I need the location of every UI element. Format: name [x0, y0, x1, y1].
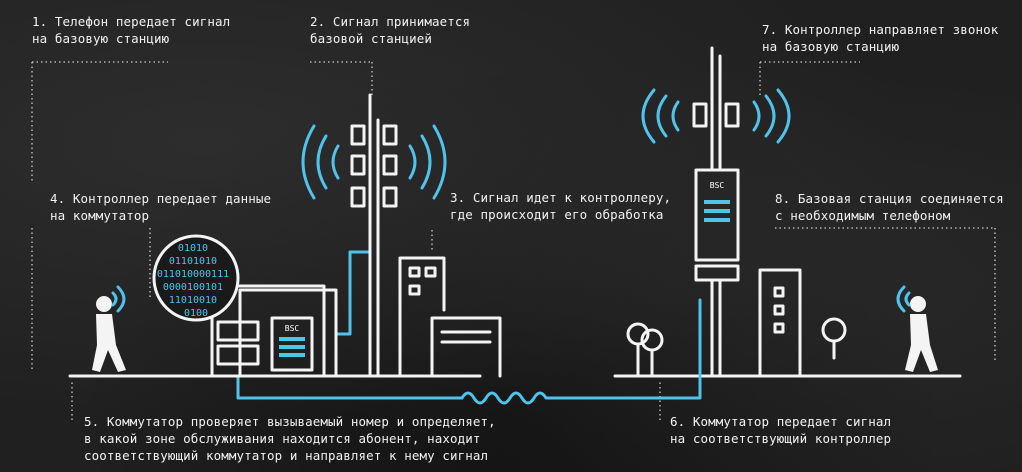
binary-line-6: 0100: [184, 308, 208, 319]
step-6-text: 6. Коммутатор передает сигнал на соответ…: [670, 413, 891, 447]
person-left-icon: [92, 285, 126, 372]
tower-left-icon: [301, 93, 447, 378]
step-2-text: 2. Сигнал принимается базовой станцией: [310, 13, 470, 47]
step-3-line-1: 3. Сигнал идет к контроллеру,: [450, 190, 672, 205]
office-building-icon: [398, 256, 502, 378]
step-2-line-1: 2. Сигнал принимается: [310, 14, 471, 29]
step-4-text: 4. Контроллер передает данные на коммута…: [50, 190, 271, 224]
step-3-text: 3. Сигнал идет к контроллеру, где происх…: [450, 189, 671, 223]
step-7-line-1: 7. Контроллер направляет звонок: [762, 22, 999, 37]
switch-building-icon: BSC: [210, 284, 338, 378]
bsc-left-label: BSC: [285, 324, 300, 333]
step-1-text: 1. Телефон передает сигнал на базовую ст…: [32, 13, 230, 47]
cable-switch-to-link: [236, 374, 464, 400]
person-right-icon: [896, 285, 938, 372]
step-1-line-1: 1. Телефон передает сигнал: [32, 14, 231, 29]
step-5-line-1: 5. Коммутатор проверяет вызываемый номер…: [84, 414, 496, 429]
cable-link-right: [460, 298, 702, 405]
step-1-line-2: на базовую станцию: [32, 31, 170, 46]
step-5-text: 5. Коммутатор проверяет вызываемый номер…: [84, 413, 496, 464]
step-3-line-2: где происходит его обработка: [450, 207, 664, 222]
step-5-line-2: в какой зоне обслуживания находится абон…: [84, 431, 481, 446]
step-8-line-1: 8. Базовая станция соединяется: [775, 191, 1004, 206]
step-7-line-2: на базовую станцию: [762, 39, 900, 54]
step-7-text: 7. Контроллер направляет звонок на базов…: [762, 21, 998, 55]
binary-line-5: 11010010: [169, 295, 217, 306]
right-city-icon: [626, 268, 847, 378]
step-6-line-2: на соответствующий контроллер: [670, 431, 892, 446]
step-8-line-2: с необходимым телефоном: [775, 208, 951, 223]
step-6-line-1: 6. Коммутатор передает сигнал: [670, 414, 892, 429]
binary-line-2: 01101010: [169, 256, 217, 267]
step-4-line-2: на коммутатор: [50, 208, 150, 223]
cable-bsc-to-tower: [334, 250, 372, 336]
step-2-line-2: базовой станцией: [310, 31, 433, 46]
tower-right-icon: BSC: [641, 46, 791, 378]
magnifier-icon: 01010 01101010 011010000111 0000100101 1…: [152, 234, 240, 322]
binary-line-4: 0000100101: [163, 282, 223, 293]
binary-line-1: 01010: [178, 243, 208, 254]
binary-line-3: 011010000111: [157, 269, 229, 280]
bsc-right-label: BSC: [710, 181, 725, 190]
binary-code: 01010 01101010 011010000111 0000100101 1…: [157, 243, 235, 319]
step-4-line-1: 4. Контроллер передает данные: [50, 191, 272, 206]
step-8-text: 8. Базовая станция соединяется с необход…: [775, 190, 1004, 224]
step-5-line-3: соответствующий коммутатор и направляет …: [84, 448, 489, 463]
